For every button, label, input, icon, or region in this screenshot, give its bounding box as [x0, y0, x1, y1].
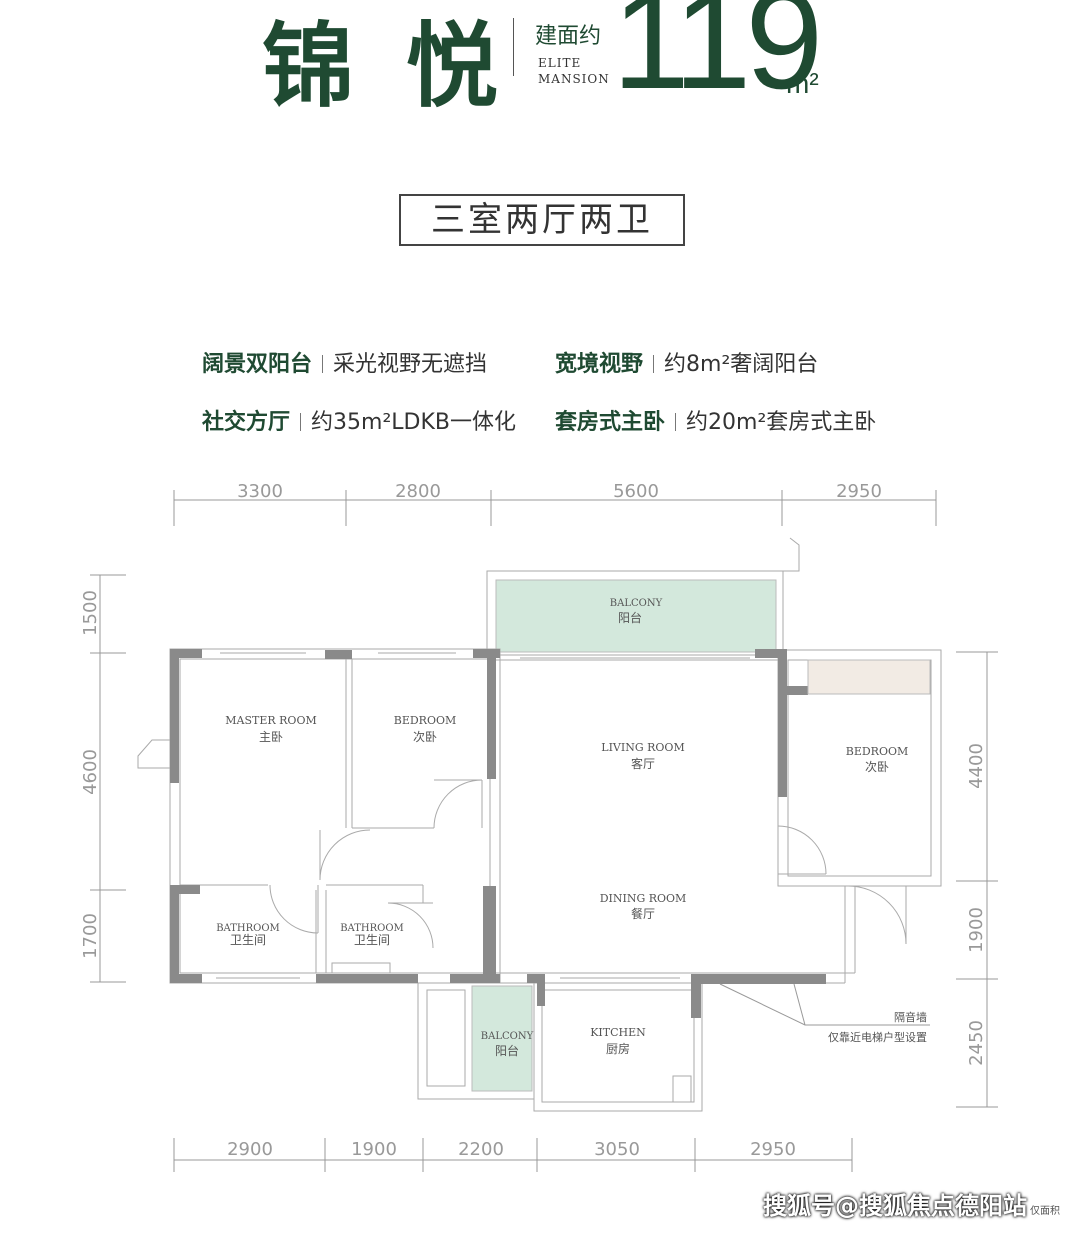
dim-bottom-4: 3050: [594, 1139, 640, 1160]
area-value: 119: [612, 0, 823, 118]
dim-right-2: 1900: [966, 907, 987, 953]
dimension-lines-right: [956, 651, 998, 1108]
room-label-cn: 次卧: [865, 760, 889, 774]
feature-key: 套房式主卧: [555, 410, 666, 435]
room-label-cn: 主卧: [259, 730, 283, 744]
dim-left-3: 1700: [80, 913, 101, 959]
feature-value: 约20m²套房式主卧: [686, 410, 877, 435]
door-swings: [137, 739, 907, 949]
room-label-en: MASTER ROOM: [225, 714, 316, 727]
room-label-en: DINING ROOM: [600, 892, 687, 905]
dim-bottom-2: 1900: [351, 1139, 397, 1160]
dim-right-1: 4400: [966, 743, 987, 789]
room-label-en: BEDROOM: [846, 745, 909, 758]
feature-value: 约8m²奢阔阳台: [664, 352, 819, 377]
room-label-en: BEDROOM: [394, 714, 457, 727]
room-label-en: LIVING ROOM: [601, 741, 684, 754]
room-label-en: BATHROOM: [216, 923, 280, 934]
dimension-labels-left: 1500 4600 1700: [80, 590, 101, 959]
balcony-bottom-area: [471, 985, 533, 1092]
dimension-labels-bottom: 2900 1900 2200 3050 2950: [227, 1139, 796, 1160]
dim-left-1: 1500: [80, 590, 101, 636]
room-labels: BALCONY 阳台 MASTER ROOM 主卧 BEDROOM 次卧 LIV…: [216, 598, 908, 1058]
feature-value: 采光视野无遮挡: [333, 352, 488, 377]
feature-item: 社交方厅约35m²LDKB一体化: [202, 404, 516, 436]
dim-top-1: 3300: [237, 481, 283, 502]
room-label-cn: 餐厅: [631, 906, 655, 921]
note-soundproof: 隔音墙: [894, 1010, 927, 1024]
feature-item: 宽境视野约8m²奢阔阳台: [555, 346, 818, 378]
room-label-en: BALCONY: [481, 1031, 534, 1042]
dim-bottom-1: 2900: [227, 1139, 273, 1160]
layout-type-badge: 三室两厅两卫: [399, 194, 685, 246]
note-elevator: 仅靠近电梯户型设置: [828, 1030, 927, 1044]
dim-top-2: 2800: [395, 481, 441, 502]
area-label: 建面约: [535, 24, 602, 49]
balcony-top-area: [495, 579, 777, 653]
dimension-lines-bottom: [173, 1138, 853, 1172]
feature-item: 套房式主卧约20m²套房式主卧: [555, 404, 876, 436]
dimension-labels-top: 3300 2800 5600 2950: [237, 481, 882, 502]
title-divider: [513, 18, 514, 76]
feature-item: 阔景双阳台采光视野无遮挡: [202, 346, 487, 378]
room-label-en: BATHROOM: [340, 923, 404, 934]
room-label-cn: 次卧: [413, 730, 437, 744]
dim-bottom-3: 2200: [458, 1139, 504, 1160]
dim-left-2: 4600: [80, 749, 101, 795]
room-label-cn: 阳台: [495, 1043, 519, 1058]
feature-key: 阔景双阳台: [202, 352, 313, 377]
room-label-cn: 客厅: [631, 756, 655, 771]
dim-top-3: 5600: [613, 481, 659, 502]
dimension-labels-right: 4400 1900 2450: [966, 743, 987, 1066]
room-label-cn: 卫生间: [354, 933, 390, 947]
bedroom-accent-area: [807, 659, 931, 695]
project-name: 锦 悦: [262, 12, 509, 120]
room-label-en: KITCHEN: [590, 1026, 646, 1039]
watermark: 搜狐号@搜狐焦点德阳站仅面积: [763, 1192, 1060, 1220]
dimension-lines-left: [90, 574, 126, 983]
room-label-cn: 阳台: [618, 610, 642, 625]
dimension-lines-top: [173, 490, 937, 526]
dim-top-4: 2950: [836, 481, 882, 502]
room-label-en: BALCONY: [610, 598, 663, 609]
feature-key: 社交方厅: [202, 410, 291, 435]
project-name-en-line2: MANSION: [538, 72, 610, 86]
room-label-cn: 厨房: [606, 1041, 630, 1056]
project-name-en-line1: ELITE: [538, 56, 582, 70]
feature-key: 宽境视野: [555, 352, 644, 377]
area-unit: m²: [786, 68, 819, 99]
dim-right-3: 2450: [966, 1020, 987, 1066]
dim-bottom-5: 2950: [750, 1139, 796, 1160]
walls: [170, 649, 826, 1018]
room-label-cn: 卫生间: [230, 933, 266, 947]
feature-value: 约35m²LDKB一体化: [311, 410, 516, 435]
